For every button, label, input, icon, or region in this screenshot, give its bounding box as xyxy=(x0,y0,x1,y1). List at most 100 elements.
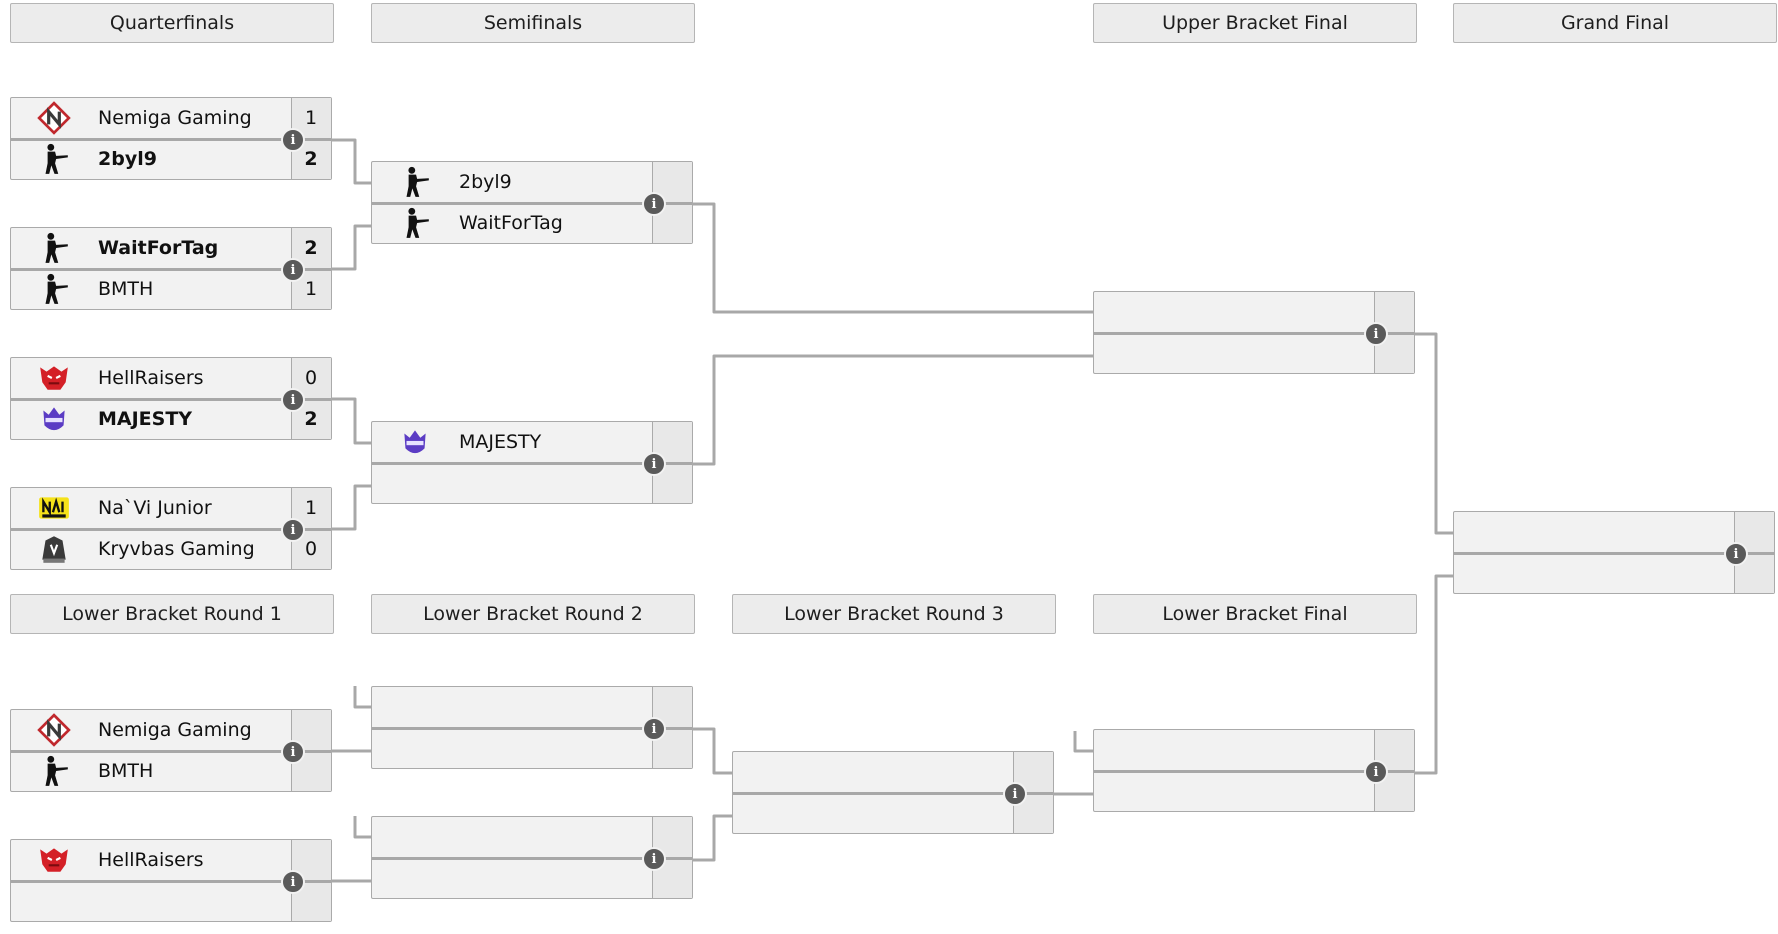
match-info-icon[interactable]: i xyxy=(281,258,305,282)
connector-sf2-ubf xyxy=(656,354,1093,466)
team-slot-empty[interactable] xyxy=(1094,292,1376,332)
round-header-lower-bracket-final: Lower Bracket Final xyxy=(1093,594,1417,634)
team-slot-empty[interactable] xyxy=(372,858,654,898)
team-slot-empty[interactable] xyxy=(11,881,293,921)
team-name: 2byl9 xyxy=(98,148,157,170)
match-info-icon[interactable]: i xyxy=(281,870,305,894)
round-header-upper-bracket-final: Upper Bracket Final xyxy=(1093,3,1417,43)
match-info-icon[interactable]: i xyxy=(281,518,305,542)
team-score: 2 xyxy=(304,408,318,430)
match-upper-final: i xyxy=(1093,291,1415,374)
team-name: MAJESTY xyxy=(98,408,193,430)
connector-drop-lb2a xyxy=(353,686,371,709)
match-divider xyxy=(372,727,692,730)
team-score: 0 xyxy=(304,538,318,560)
match-info-icon[interactable]: i xyxy=(281,128,305,152)
team-slot[interactable]: MAJESTY xyxy=(372,422,654,462)
team-slot[interactable]: BMTH xyxy=(11,269,293,309)
team-slot-empty[interactable] xyxy=(1094,771,1376,811)
match-divider xyxy=(372,202,692,205)
match-info-icon[interactable]: i xyxy=(1003,782,1027,806)
connector-drop-lb2b xyxy=(353,816,371,839)
connector-drop-lbf xyxy=(1073,731,1093,753)
match-divider xyxy=(372,857,692,860)
team-slot-empty[interactable] xyxy=(372,817,654,857)
kryvbas-logo xyxy=(37,532,71,566)
team-slot[interactable]: MAJESTY xyxy=(11,399,293,439)
team-score: 0 xyxy=(304,367,318,389)
match-divider xyxy=(11,880,331,883)
match-info-icon[interactable]: i xyxy=(642,717,666,741)
team-slot-empty[interactable] xyxy=(1454,512,1736,552)
team-name: Kryvbas Gaming xyxy=(98,538,255,560)
team-score: 1 xyxy=(304,497,318,519)
match-lb1a: Nemiga Gaming BMTH i xyxy=(10,709,332,792)
team-name: WaitForTag xyxy=(459,212,563,234)
match-lb2a: i xyxy=(371,686,693,769)
hellraisers-logo xyxy=(37,361,71,395)
team-name: BMTH xyxy=(98,278,154,300)
team-slot[interactable]: 2byl9 xyxy=(11,139,293,179)
cs-soldier-logo xyxy=(37,754,71,788)
team-slot[interactable]: Na`Vi Junior xyxy=(11,488,293,528)
match-qf4: Na`Vi Junior Kryvbas Gaming 1 0 i xyxy=(10,487,332,570)
round-header-quarterfinals: Quarterfinals xyxy=(10,3,334,43)
majesty-logo xyxy=(398,425,432,459)
team-slot[interactable]: HellRaisers xyxy=(11,358,293,398)
match-divider xyxy=(11,750,331,753)
team-name: Nemiga Gaming xyxy=(98,107,252,129)
team-slot-empty[interactable] xyxy=(1454,553,1736,593)
match-info-icon[interactable]: i xyxy=(1364,322,1388,346)
cs-soldier-logo xyxy=(37,231,71,265)
team-slot-empty[interactable] xyxy=(372,687,654,727)
match-divider xyxy=(1454,552,1774,555)
majesty-logo xyxy=(37,402,71,436)
team-name: MAJESTY xyxy=(459,431,542,453)
team-slot-empty[interactable] xyxy=(1094,730,1376,770)
cs-soldier-logo xyxy=(398,165,432,199)
match-divider xyxy=(372,462,692,465)
team-slot-empty[interactable] xyxy=(733,793,1015,833)
team-slot[interactable]: Nemiga Gaming xyxy=(11,98,293,138)
nemiga-logo xyxy=(37,101,71,135)
match-qf2: WaitForTag BMTH 2 1 i xyxy=(10,227,332,310)
team-slot[interactable]: BMTH xyxy=(11,751,293,791)
team-slot[interactable]: 2byl9 xyxy=(372,162,654,202)
match-info-icon[interactable]: i xyxy=(1364,760,1388,784)
team-slot-empty[interactable] xyxy=(1094,333,1376,373)
team-slot[interactable]: HellRaisers xyxy=(11,840,293,880)
match-sf2: MAJESTY i xyxy=(371,421,693,504)
team-slot-empty[interactable] xyxy=(372,728,654,768)
nemiga-logo xyxy=(37,713,71,747)
match-sf1: 2byl9 WaitForTag i xyxy=(371,161,693,244)
team-name: BMTH xyxy=(98,760,154,782)
match-divider xyxy=(1094,332,1414,335)
match-info-icon[interactable]: i xyxy=(642,452,666,476)
match-lb3: i xyxy=(732,751,1054,834)
match-info-icon[interactable]: i xyxy=(642,192,666,216)
match-info-icon[interactable]: i xyxy=(1724,542,1748,566)
team-slot-empty[interactable] xyxy=(733,752,1015,792)
match-info-icon[interactable]: i xyxy=(281,740,305,764)
team-score: 1 xyxy=(304,278,318,300)
round-header-lower-bracket-round-1: Lower Bracket Round 1 xyxy=(10,594,334,634)
match-divider xyxy=(11,398,331,401)
team-slot-empty[interactable] xyxy=(372,463,654,503)
team-slot[interactable]: Kryvbas Gaming xyxy=(11,529,293,569)
hellraisers-logo xyxy=(37,843,71,877)
team-slot[interactable]: Nemiga Gaming xyxy=(11,710,293,750)
team-slot[interactable]: WaitForTag xyxy=(372,203,654,243)
match-info-icon[interactable]: i xyxy=(281,388,305,412)
team-name: Na`Vi Junior xyxy=(98,497,212,519)
match-qf3: HellRaisers MAJESTY 0 2 i xyxy=(10,357,332,440)
team-name: WaitForTag xyxy=(98,237,219,259)
match-lower-final: i xyxy=(1093,729,1415,812)
team-score: 2 xyxy=(304,148,318,170)
match-divider xyxy=(1094,770,1414,773)
match-info-icon[interactable]: i xyxy=(642,847,666,871)
cs-soldier-logo xyxy=(37,142,71,176)
team-score: 1 xyxy=(304,107,318,129)
team-slot[interactable]: WaitForTag xyxy=(11,228,293,268)
match-divider xyxy=(11,138,331,141)
